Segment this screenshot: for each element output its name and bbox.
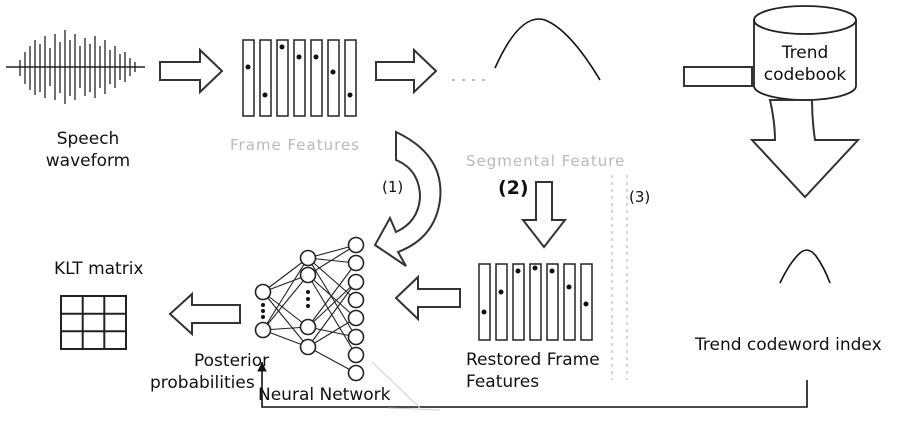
- segmental-feature-label: Segmental Feature: [466, 152, 626, 170]
- speech-label-line1: Speech: [56, 129, 120, 149]
- trend-codebook-label-line1: Trend: [781, 43, 829, 63]
- codebook-down-arrow: [749, 99, 861, 199]
- klt-matrix-grid: [60, 295, 127, 350]
- restored-frame-dots: [481, 265, 589, 315]
- frame-features-bars: [242, 39, 357, 117]
- arrow-left-restored: [394, 274, 461, 322]
- frame-features-label: Frame Features: [230, 136, 361, 154]
- curved-arrow-1: [373, 130, 442, 267]
- step-2-label: (2): [498, 177, 529, 199]
- arrow-to-codebook: [683, 66, 753, 87]
- neural-network-label: Neural Network: [258, 385, 391, 405]
- faint-strokes: [371, 361, 441, 411]
- arrow-left-posterior: [168, 291, 241, 337]
- restored-frame-bars: [478, 263, 593, 341]
- feedback-line: [257, 362, 808, 408]
- trend-codeword-index-label: Trend codeword index: [695, 335, 882, 355]
- neural-network-nodes: [254, 236, 365, 382]
- posterior-label-line1: Posterior: [194, 351, 270, 371]
- step-3-label: (3): [629, 188, 651, 206]
- arrow-right-2: [375, 47, 438, 95]
- arrow-right-1: [159, 47, 224, 95]
- down-arrow-2: [520, 181, 568, 249]
- frame-features-dots: [245, 44, 353, 98]
- klt-matrix-label: KLT matrix: [54, 259, 144, 279]
- trend-codebook-label-line2: codebook: [763, 65, 847, 85]
- segmental-feature-curve: [494, 18, 601, 81]
- trend-codeword-curve: [779, 249, 831, 284]
- trend-codebook-cylinder: [753, 5, 857, 101]
- step-1-label: (1): [382, 178, 404, 196]
- speech-label-line2: waveform: [45, 151, 131, 171]
- faint-dots: [452, 79, 485, 81]
- neural-network-ellipsis-dots: [261, 290, 310, 319]
- posterior-label-line2: probabilities: [150, 373, 255, 393]
- speech-waveform-icon: [6, 30, 145, 104]
- restored-features-label-line2: Features: [466, 372, 540, 392]
- dotted-line-3: [611, 175, 628, 380]
- restored-features-label-line1: Restored Frame: [466, 350, 600, 370]
